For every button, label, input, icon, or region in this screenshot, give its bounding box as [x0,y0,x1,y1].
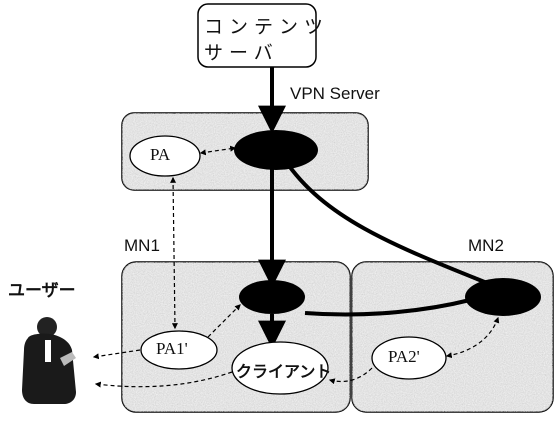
client-to-user-dashed [94,371,233,388]
client-node [231,341,329,395]
pa2-to-client-dashed [328,367,373,385]
pa1-label: PA1' [156,339,188,358]
vpn-server-label: VPN Server [290,84,380,103]
vpn-to-mn2-link [283,158,493,287]
content-server-box [197,3,317,68]
pa1-to-user-dashed [92,349,141,360]
pa1-node [140,330,218,370]
pa-label: PA [150,145,171,164]
user-person-icon [22,317,76,404]
mn1-label: MN1 [124,236,160,255]
pa-to-vpn-dashed [199,145,237,156]
pa1-to-mn1-router-dashed [207,304,241,338]
pa2-label: PA2' [388,347,420,366]
user-label: ユーザー [8,281,76,301]
content-server-label-line1: コンテンツ [204,16,330,38]
vpn-server-router [234,130,318,170]
pa-node [129,135,201,177]
content-server-label-line2: サーバ [204,42,279,64]
client-label: クライアント [236,362,332,381]
mn2-label: MN2 [468,236,504,255]
mn2-router [465,278,541,316]
mn1-router [239,280,305,314]
mn1-to-mn2-link [304,298,471,317]
